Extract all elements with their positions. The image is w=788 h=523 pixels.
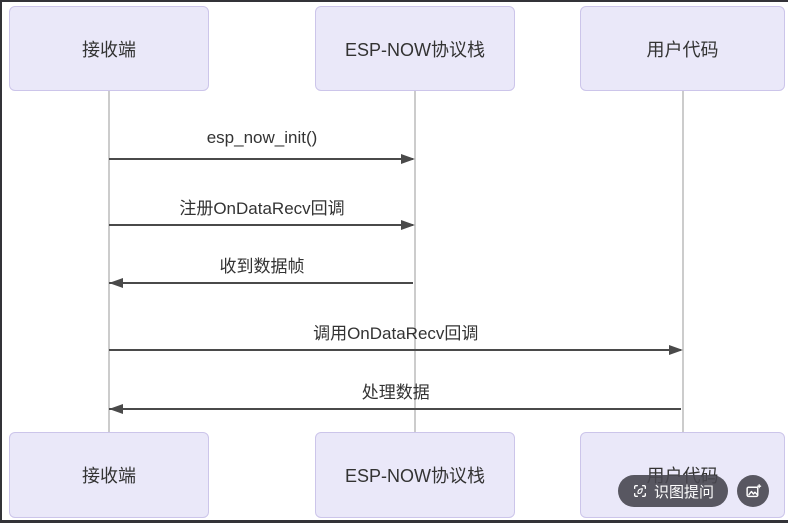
message-arrow-line xyxy=(109,282,413,284)
ask-about-image-button[interactable]: 识图提问 xyxy=(617,475,728,507)
lifeline-espnow-stack xyxy=(414,91,416,432)
message-label: 收到数据帧 xyxy=(219,257,305,276)
message-label: 处理数据 xyxy=(361,383,430,402)
add-image-button[interactable] xyxy=(737,475,769,507)
participant-espnow-stack-top: ESP-NOW协议栈 xyxy=(315,6,515,91)
image-tools-overlay: 识图提问 xyxy=(617,475,769,507)
message-arrow-line xyxy=(109,158,413,160)
message-arrowhead xyxy=(668,345,683,355)
participant-espnow-stack-bottom: ESP-NOW协议栈 xyxy=(315,432,515,518)
lifeline-user-code xyxy=(681,91,684,432)
lifeline-receiver xyxy=(108,91,110,432)
participant-label: 用户代码 xyxy=(646,39,719,60)
participant-label: ESP-NOW协议栈 xyxy=(344,39,485,60)
message-label: 注册OnDataRecv回调 xyxy=(179,199,345,218)
message-label: 调用OnDataRecv回调 xyxy=(313,324,479,343)
message-arrow-line xyxy=(109,224,413,226)
message-arrow-line xyxy=(109,349,681,351)
participant-receiver-bottom: 接收端 xyxy=(9,432,209,518)
participant-label: 接收端 xyxy=(82,466,136,486)
image-plus-icon xyxy=(745,483,762,500)
message-arrowhead xyxy=(401,154,415,164)
participant-receiver-top: 接收端 xyxy=(9,6,209,91)
participant-label: ESP-NOW协议栈 xyxy=(344,466,485,486)
message-label: esp_now_init() xyxy=(206,128,318,147)
message-arrowhead xyxy=(109,404,123,414)
message-arrowhead xyxy=(401,220,415,230)
scan-image-icon xyxy=(632,483,648,499)
message-arrowhead xyxy=(109,278,123,288)
message-arrow-line xyxy=(109,408,681,410)
participant-user-code-top: 用户代码 xyxy=(580,6,785,91)
participant-label: 接收端 xyxy=(82,39,136,60)
ask-about-image-label: 识图提问 xyxy=(653,483,714,501)
